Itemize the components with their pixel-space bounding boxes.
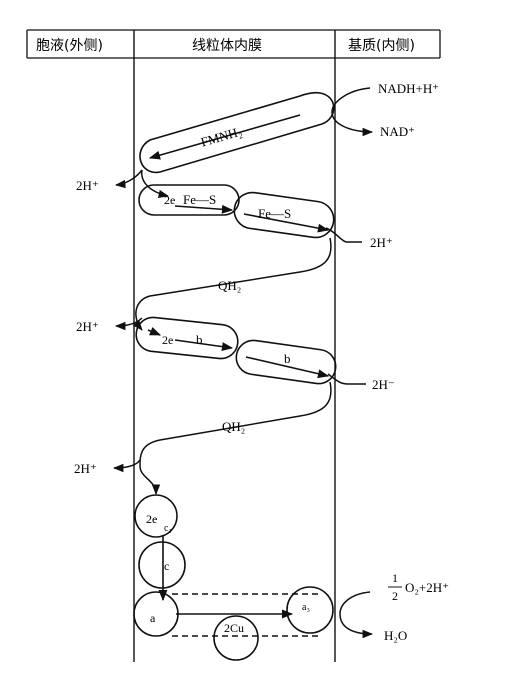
header-membrane-label: 线粒体内膜 — [192, 38, 262, 54]
qh2-path-2 — [139, 381, 332, 467]
nad-label: NAD⁺ — [380, 124, 415, 139]
fes-1-label: Fe—S — [183, 192, 216, 207]
qh2-2-label: QH₂ — [222, 419, 245, 434]
o2-rest-label: O₂+2H⁺ — [405, 580, 449, 595]
h2o-label: H₂O — [384, 628, 407, 643]
c1-label: c₁ — [164, 523, 172, 534]
cu-label: 2Cu — [224, 621, 244, 635]
c-label: c — [164, 559, 169, 573]
oxygen-reduction-arrow — [339, 591, 374, 639]
fes-capsule-1 — [138, 184, 240, 216]
header-matrix-label: 基质(内侧) — [348, 37, 415, 54]
a-label: a — [150, 611, 156, 625]
qh2-path-1 — [132, 237, 332, 331]
proton-in-2-arrow — [327, 373, 366, 385]
cytochrome-a-circle — [133, 591, 179, 637]
cytochrome-c — [138, 535, 186, 602]
cytochrome-oxidase — [133, 586, 334, 661]
fmnh2-complex — [139, 91, 335, 174]
fes-complex — [138, 184, 335, 239]
nadh-label: NADH+H⁺ — [378, 81, 439, 96]
fmnh2-label: FMNH₂ — [199, 124, 244, 150]
two-e-1-label: 2e — [164, 193, 175, 207]
fes-capsule-2 — [233, 191, 335, 239]
fes-2-label: Fe—S — [258, 206, 291, 221]
nadh-input — [331, 87, 374, 137]
b-2-label: b — [284, 351, 291, 366]
proton-out-2-arrow — [114, 317, 143, 331]
header-cytosol-label: 胞液(外侧) — [36, 38, 103, 54]
cytochrome-b-complex — [135, 316, 337, 385]
proton-out-1-label: 2H⁺ — [76, 178, 99, 193]
qh2-1-label: QH₂ — [218, 278, 241, 293]
proton-in-2-label: 2H⁻ — [372, 377, 395, 392]
proton-out-3-arrow — [112, 459, 161, 496]
o2-numerator: 1 — [392, 571, 398, 585]
a3-label: a₃ — [302, 602, 310, 613]
header-table — [26, 29, 441, 59]
proton-out-2-label: 2H⁺ — [76, 319, 99, 334]
membrane-boundaries — [133, 30, 336, 662]
proton-out-3-label: 2H⁺ — [74, 461, 97, 476]
copper-circle — [213, 615, 259, 661]
two-e-2-label: 2e — [162, 333, 173, 347]
proton-in-1-label: 2H⁺ — [370, 235, 393, 250]
b-1-label: b — [196, 332, 203, 347]
o2-denominator: 2 — [392, 589, 398, 603]
b-capsule-2 — [235, 339, 337, 385]
cytochrome-c1 — [134, 494, 178, 538]
proton-in-1-arrow — [325, 227, 362, 243]
two-e-3-label: 2e — [146, 512, 157, 526]
b-capsule-1 — [135, 316, 239, 360]
